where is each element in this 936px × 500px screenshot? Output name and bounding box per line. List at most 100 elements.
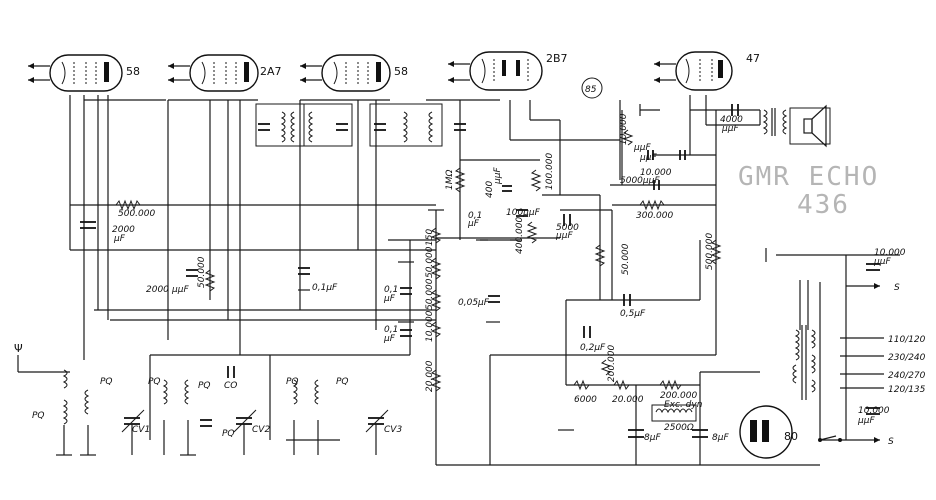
comp-label: μμF <box>493 167 503 185</box>
comp-label: μF <box>113 234 126 244</box>
antenna-symbol: Ψ <box>14 342 23 355</box>
fixed-capacitors <box>80 104 880 427</box>
comp-label: 300.000 <box>636 211 673 221</box>
comp-label: CV2 <box>252 425 270 435</box>
comp-label: 0,1 <box>468 211 482 221</box>
comp-label: 500.000 <box>705 233 715 270</box>
comp-label: 500.000 <box>118 209 155 219</box>
antenna: Ψ <box>14 342 70 373</box>
tube-47: 47 <box>654 51 760 91</box>
tube-label: 58 <box>394 65 408 78</box>
speaker-icon <box>803 104 827 148</box>
component-labels: 500.000 2000 μF 1MΩ 0,1 μF 400 μμF 100μμ… <box>32 113 906 447</box>
comp-label: μF <box>383 334 396 344</box>
rectifier-tube-80: 80 <box>739 405 798 459</box>
comp-label: 2000 <box>146 285 169 295</box>
comp-label: 0,1 <box>384 285 398 295</box>
tube-label: 47 <box>746 52 760 65</box>
comp-label: 400.000 <box>515 217 525 254</box>
comp-label: 50.000 <box>425 278 435 310</box>
comp-label: 5000μμF <box>620 176 660 186</box>
rf-coil-3 <box>286 379 340 455</box>
variable-capacitor-cv2 <box>233 409 257 455</box>
voltage-selector: 110/120 230/240 240/270 120/135 <box>840 335 926 395</box>
comp-label: 0,2μF <box>580 343 606 353</box>
ground-symbols <box>298 104 767 431</box>
variable-capacitor-cv1 <box>121 409 145 455</box>
comp-label: 10.000 <box>425 310 435 342</box>
tube-2a7: 2A7 <box>168 54 282 92</box>
comp-label: 20.000 <box>612 395 644 405</box>
if-transformer-3 <box>369 103 443 147</box>
comp-label: μμF <box>555 231 573 241</box>
if-transformer-1 <box>255 103 305 147</box>
comp-label: 10.000 <box>619 113 629 145</box>
comp-label: μμF <box>171 285 189 295</box>
voltage-tap: 240/270 <box>888 371 926 381</box>
comp-label: PQ <box>100 377 113 387</box>
comp-label: 6000 <box>574 395 597 405</box>
comp-label: 2000 <box>112 225 135 235</box>
comp-label: 0,5μF <box>620 309 646 319</box>
field-coil <box>651 404 697 422</box>
tube-label: 80 <box>784 430 798 443</box>
voltage-tap: 110/120 <box>888 335 926 345</box>
comp-label: CV1 <box>132 425 150 435</box>
comp-label: PQ <box>222 429 235 439</box>
comp-label: μF <box>467 219 480 229</box>
comp-label: μμF <box>857 416 875 426</box>
variable-capacitor-cv3 <box>365 409 389 455</box>
tube-label: 2B7 <box>546 52 568 65</box>
resistors <box>115 129 722 392</box>
comp-label: 0,1 <box>384 325 398 335</box>
comp-label: 200.000 <box>607 345 617 382</box>
comp-label: μμF <box>873 257 891 267</box>
comp-label: μμF <box>633 143 651 153</box>
tube-58-second: 58 <box>300 54 408 92</box>
comp-label: 200.000 <box>660 391 697 401</box>
output-transformer <box>762 107 831 145</box>
comp-label: 400 <box>485 181 495 198</box>
comp-label: PQ <box>148 377 161 387</box>
power-transformer <box>792 325 816 400</box>
comp-label: 0,05μF <box>458 298 490 308</box>
comp-label: 4000 <box>720 115 743 125</box>
comp-label: 150 <box>425 229 435 246</box>
comp-label: 2500Ω <box>664 423 694 433</box>
tube-58-first: 58 <box>28 54 140 92</box>
marker-label: 85 <box>585 85 597 95</box>
comp-label: CO <box>224 381 237 391</box>
comp-label: PQ <box>198 381 211 391</box>
comp-label: PQ <box>32 411 45 421</box>
comp-label: PQ <box>286 377 299 387</box>
comp-label: 10.000 <box>874 248 906 258</box>
comp-label: S <box>894 283 900 293</box>
comp-label: 0,1μF <box>312 283 338 293</box>
comp-label: 10.000 <box>858 406 890 416</box>
mains-switch <box>818 283 880 443</box>
comp-label: 8μF <box>712 433 729 443</box>
tube-label: 2A7 <box>260 65 282 78</box>
comp-label: 50.000 <box>621 243 631 275</box>
rf-coil-1 <box>56 369 96 456</box>
brand-model: 436 <box>797 190 850 220</box>
comp-label: μμF <box>639 153 657 163</box>
comp-label: 5000 <box>556 223 579 233</box>
filter-capacitor-1 <box>628 429 644 438</box>
comp-label: 50.000 <box>425 246 435 278</box>
comp-label: 50.000 <box>197 256 207 288</box>
comp-label: 8μF <box>644 433 661 443</box>
tube-2b7: 2B7 <box>448 51 568 91</box>
rf-coil-2 <box>162 379 196 456</box>
comp-label: 20.000 <box>425 360 435 392</box>
voltage-tap: 230/240 <box>888 353 926 363</box>
filter-capacitor-2 <box>692 429 708 438</box>
comp-label: 100.000 <box>545 153 555 190</box>
comp-label: CV3 <box>384 425 402 435</box>
comp-label: Exc. dyn <box>664 400 703 410</box>
brand-title: GMR ECHO <box>738 162 879 192</box>
comp-label: μμF <box>721 124 739 134</box>
voltage-tap: 120/135 <box>888 385 926 395</box>
if-transformer-2 <box>303 103 353 147</box>
